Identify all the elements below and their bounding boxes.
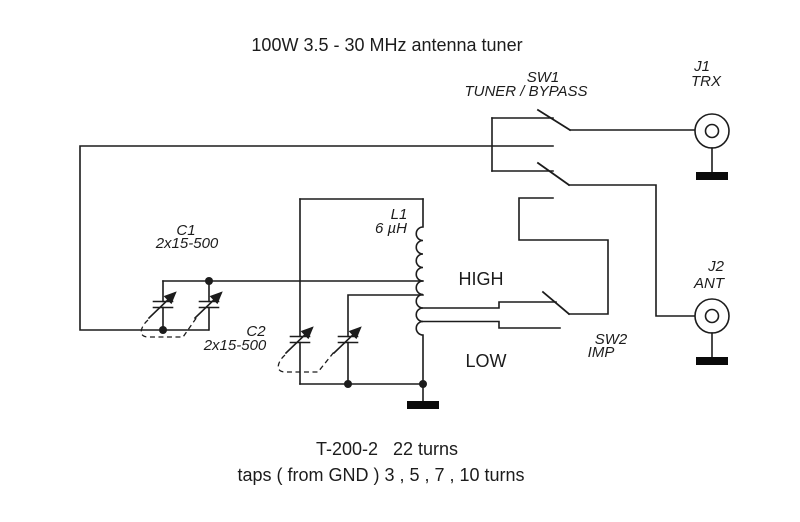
label-l1-value: 6 µH	[375, 220, 407, 237]
label-j2: J2	[707, 258, 725, 275]
label-sw2-function: IMP	[588, 344, 615, 361]
label-j1: J1	[693, 58, 710, 75]
ground-symbol-j1	[696, 172, 728, 180]
label-tap-low: LOW	[465, 351, 506, 371]
label-j1-function: TRX	[691, 73, 722, 90]
schematic-title: 100W 3.5 - 30 MHz antenna tuner	[251, 35, 522, 55]
ground-symbol-j2	[696, 357, 728, 365]
capacitor-c1	[140, 277, 424, 338]
junction-dot	[159, 326, 167, 334]
label-sw1: SW1	[527, 69, 560, 86]
label-l1: L1	[391, 206, 408, 223]
c1-arrow-right	[193, 291, 223, 320]
sw2-contact-high	[422, 301, 557, 309]
junction-dot	[344, 380, 352, 388]
connector-j2	[694, 298, 730, 365]
sw1-p2-common-to-j2	[568, 184, 707, 317]
sw2-blade	[541, 290, 571, 316]
note-core-turns: T-200-2 22 turns	[316, 439, 458, 459]
label-sw2: SW2	[595, 331, 628, 348]
inductor-l1	[415, 198, 424, 385]
note-tap-positions: taps ( from GND ) 3 , 5 , 7 , 10 turns	[237, 465, 524, 485]
sw1-p2-blade	[536, 161, 571, 187]
c2-gang-link	[277, 351, 335, 373]
label-tap-high: HIGH	[459, 269, 504, 289]
label-c1-value: 2x15-500	[155, 235, 219, 252]
c2-arrow-right	[332, 326, 362, 355]
sw2-contact-low	[422, 320, 561, 329]
connector-j1	[694, 113, 730, 180]
switch-sw2	[422, 197, 609, 329]
c2-arrow-left	[284, 326, 314, 355]
sw2-common-wire	[518, 197, 609, 315]
c1-gang-link	[140, 316, 198, 338]
junction-dot	[205, 277, 213, 285]
ground-symbol-coil	[407, 383, 439, 409]
label-c1: C1	[176, 222, 195, 239]
switch-sw1	[491, 108, 707, 317]
label-c2: C2	[246, 323, 266, 340]
wire-tuner-input	[79, 145, 554, 331]
label-j2-function: ANT	[693, 275, 726, 292]
label-sw1-function: TUNER / BYPASS	[464, 83, 587, 100]
capacitor-c2	[277, 198, 427, 388]
c1-arrow-left	[147, 291, 177, 320]
sw1-p1-blade	[536, 108, 572, 132]
label-c2-value: 2x15-500	[203, 337, 267, 354]
